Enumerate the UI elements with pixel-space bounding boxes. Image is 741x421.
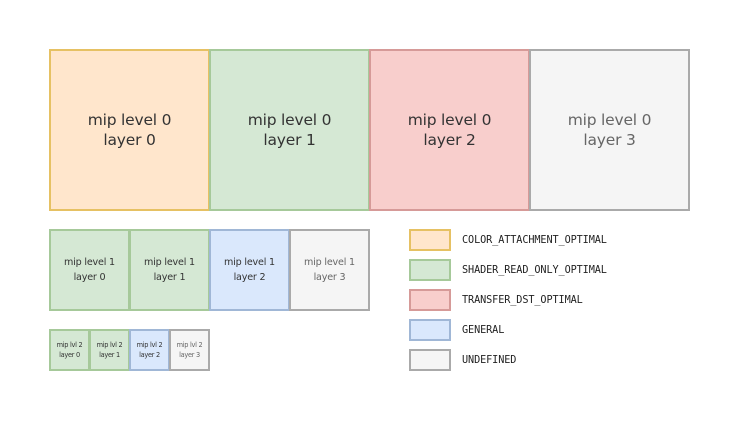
mip0-layer2-cell: mip level 0 layer 2 (369, 49, 530, 211)
mip2-layer0-cell: mip lvl 2 layer 0 (49, 329, 90, 371)
legend-item-general: GENERAL (409, 319, 504, 341)
mip0-layer3-cell: mip level 0 layer 3 (529, 49, 690, 211)
cell-label-layer: layer 2 (423, 131, 476, 149)
mip0-layer1-cell: mip level 0 layer 1 (209, 49, 370, 211)
mip2-layer2-cell: mip lvl 2 layer 2 (129, 329, 170, 371)
cell-label-layer: layer 0 (59, 351, 80, 359)
legend-label: TRANSFER_DST_OPTIMAL (462, 294, 583, 306)
legend-swatch (409, 289, 451, 311)
legend-swatch (409, 259, 451, 281)
mip1-layer1-cell: mip level 1 layer 1 (129, 229, 210, 311)
legend-item-transfer-dst: TRANSFER_DST_OPTIMAL (409, 289, 583, 311)
legend-swatch (409, 229, 451, 251)
cell-label-layer: layer 3 (179, 351, 200, 359)
legend-item-shader-read-only: SHADER_READ_ONLY_OPTIMAL (409, 259, 607, 281)
legend-item-undefined: UNDEFINED (409, 349, 516, 371)
cell-label-mip: mip level 0 (87, 111, 172, 129)
cell-label-layer: layer 3 (583, 131, 636, 149)
cell-label-layer: layer 1 (263, 131, 316, 149)
cell-label-mip: mip lvl 2 (56, 341, 83, 349)
cell-label-layer: layer 1 (153, 272, 186, 283)
cell-label-mip: mip level 1 (64, 257, 115, 268)
mip2-layer1-cell: mip lvl 2 layer 1 (89, 329, 130, 371)
legend-item-color-attachment: COLOR_ATTACHMENT_OPTIMAL (409, 229, 607, 251)
cell-label-mip: mip lvl 2 (136, 341, 163, 349)
mip1-layer0-cell: mip level 1 layer 0 (49, 229, 130, 311)
cell-label-mip: mip level 1 (144, 257, 195, 268)
cell-label-layer: layer 0 (73, 272, 106, 283)
mip2-layer3-cell: mip lvl 2 layer 3 (169, 329, 210, 371)
cell-label-mip: mip level 0 (407, 111, 492, 129)
mip1-layer2-cell: mip level 1 layer 2 (209, 229, 290, 311)
cell-label-mip: mip lvl 2 (96, 341, 123, 349)
cell-label-layer: layer 2 (139, 351, 160, 359)
mip0-layer0-cell: mip level 0 layer 0 (49, 49, 210, 211)
legend-swatch (409, 349, 451, 371)
mip1-layer3-cell: mip level 1 layer 3 (289, 229, 370, 311)
legend-label: COLOR_ATTACHMENT_OPTIMAL (462, 234, 607, 246)
legend-label: UNDEFINED (462, 354, 517, 366)
legend-swatch (409, 319, 451, 341)
legend-label: GENERAL (462, 324, 505, 336)
cell-label-mip: mip level 1 (224, 257, 275, 268)
cell-label-layer: layer 1 (99, 351, 120, 359)
cell-label-mip: mip level 1 (304, 257, 355, 268)
cell-label-layer: layer 2 (233, 272, 266, 283)
cell-label-mip: mip lvl 2 (176, 341, 203, 349)
cell-label-layer: layer 0 (103, 131, 156, 149)
cell-label-mip: mip level 0 (567, 111, 652, 129)
cell-label-layer: layer 3 (313, 272, 346, 283)
legend-label: SHADER_READ_ONLY_OPTIMAL (462, 264, 607, 276)
cell-label-mip: mip level 0 (247, 111, 332, 129)
